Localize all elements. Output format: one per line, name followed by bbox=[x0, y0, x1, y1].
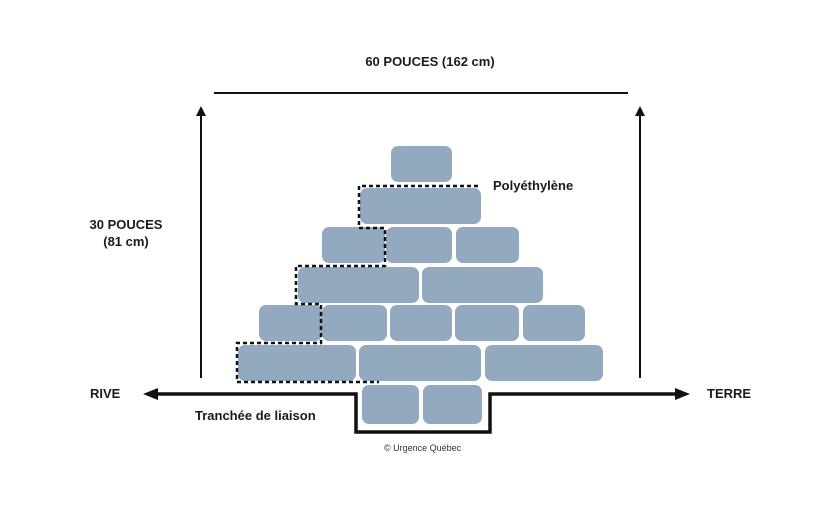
sandbag bbox=[298, 267, 419, 303]
sandbag bbox=[455, 305, 519, 341]
sandbag bbox=[362, 385, 419, 424]
sandbag bbox=[238, 345, 356, 381]
sandbag bbox=[359, 345, 481, 381]
sandbag-pyramid bbox=[238, 146, 603, 424]
width-dimension-label: 60 POUCES (162 cm) bbox=[365, 54, 495, 69]
sandbag bbox=[259, 305, 322, 341]
sandbag bbox=[360, 188, 481, 224]
shore-arrow-icon bbox=[143, 388, 158, 400]
sandbag bbox=[423, 385, 482, 424]
polyethylene-liner bbox=[235, 184, 478, 384]
sandbag bbox=[386, 227, 452, 263]
sandbag bbox=[322, 305, 387, 341]
sandbag bbox=[391, 146, 452, 182]
sandbag bbox=[390, 305, 452, 341]
land-label: TERRE bbox=[707, 386, 752, 401]
sandbag bbox=[422, 267, 543, 303]
ground-line-with-trench bbox=[154, 392, 680, 434]
trench-label: Tranchée de liaison bbox=[195, 408, 316, 423]
shore-label: RIVE bbox=[90, 386, 121, 401]
land-arrow-icon bbox=[675, 388, 690, 400]
sandbag bbox=[485, 345, 603, 381]
sandbag bbox=[523, 305, 585, 341]
height-dimension-label: 30 POUCES (81 cm) bbox=[86, 216, 166, 250]
sandbag bbox=[322, 227, 385, 263]
height-dimension-line1: 30 POUCES bbox=[89, 217, 163, 232]
height-dimension-line2: (81 cm) bbox=[103, 234, 149, 249]
sandbag bbox=[456, 227, 519, 263]
polyethylene-label: Polyéthylène bbox=[493, 178, 574, 193]
credit-text: © Urgence Québec bbox=[384, 443, 462, 453]
